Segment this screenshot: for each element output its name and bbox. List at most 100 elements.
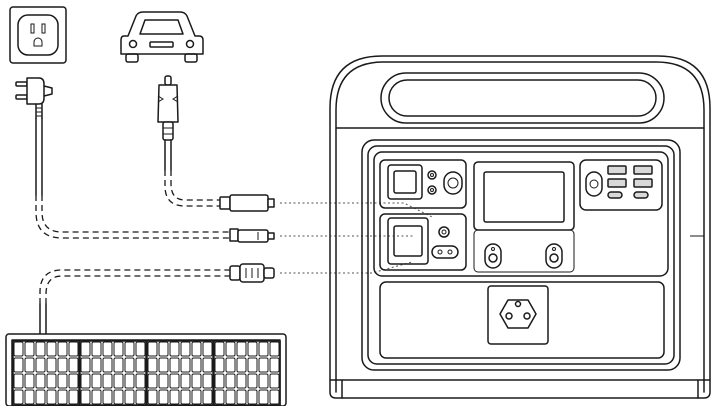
solar-cell <box>80 373 91 389</box>
solar-cell <box>13 373 24 389</box>
solar-cell <box>147 357 158 373</box>
usb-a-port <box>633 165 653 175</box>
car-charger-cable <box>157 75 275 212</box>
solar-cell <box>191 357 202 373</box>
usb-c-port <box>633 191 649 199</box>
solar-cell <box>258 341 269 357</box>
car-icon <box>120 11 204 63</box>
connection-guides <box>280 202 435 274</box>
ac-input-module <box>379 213 467 271</box>
usb-output-module <box>579 159 663 211</box>
solar-cell <box>68 373 79 389</box>
solar-cell <box>169 341 180 357</box>
power-station <box>329 55 711 399</box>
solar-cell <box>180 341 191 357</box>
solar-cell <box>269 357 280 373</box>
solar-cable <box>39 263 275 337</box>
solar-panel <box>5 333 287 406</box>
solar-cell <box>113 357 124 373</box>
solar-cell <box>46 341 57 357</box>
solar-cell <box>202 357 213 373</box>
solar-cell <box>24 389 35 405</box>
ac-output-panel <box>379 281 665 359</box>
solar-cell <box>225 389 236 405</box>
solar-cell <box>269 373 280 389</box>
solar-cell <box>247 357 258 373</box>
solar-cell <box>35 373 46 389</box>
solar-cell <box>46 373 57 389</box>
solar-cell <box>236 357 247 373</box>
solar-cell <box>258 373 269 389</box>
solar-cell <box>24 357 35 373</box>
solar-cell <box>180 357 191 373</box>
solar-cell <box>147 341 158 357</box>
lcd-screen <box>473 161 575 273</box>
solar-cell <box>202 389 213 405</box>
solar-cell <box>24 373 35 389</box>
solar-cell <box>124 389 135 405</box>
solar-cell <box>214 373 225 389</box>
solar-cell <box>214 357 225 373</box>
solar-cell <box>35 341 46 357</box>
solar-cell <box>169 389 180 405</box>
solar-cell <box>214 341 225 357</box>
usb-c-port <box>607 191 623 199</box>
solar-cell <box>68 357 79 373</box>
solar-cell <box>57 341 68 357</box>
usb-a-port <box>607 178 627 188</box>
solar-cell <box>135 341 146 357</box>
solar-cell <box>80 389 91 405</box>
solar-cell <box>147 389 158 405</box>
solar-cell <box>113 389 124 405</box>
solar-cell <box>258 357 269 373</box>
usb-a-port <box>607 165 627 175</box>
solar-cell <box>258 389 269 405</box>
solar-cell <box>46 389 57 405</box>
solar-cell <box>113 373 124 389</box>
solar-cell <box>91 341 102 357</box>
wall-outlet-icon <box>9 6 67 64</box>
solar-cell <box>91 389 102 405</box>
solar-cell <box>35 389 46 405</box>
solar-cell <box>102 357 113 373</box>
solar-cell <box>13 341 24 357</box>
solar-cell <box>236 389 247 405</box>
solar-cell <box>202 373 213 389</box>
solar-cell <box>57 373 68 389</box>
solar-cell <box>247 389 258 405</box>
solar-cell <box>102 389 113 405</box>
solar-section <box>79 340 147 406</box>
solar-section <box>146 340 214 406</box>
solar-cell <box>269 341 280 357</box>
solar-cell <box>91 373 102 389</box>
solar-cell <box>191 389 202 405</box>
solar-cell <box>135 389 146 405</box>
solar-cell <box>225 341 236 357</box>
solar-cell <box>91 357 102 373</box>
power-button-left <box>484 243 502 269</box>
carry-handle <box>380 72 665 124</box>
solar-cell <box>68 389 79 405</box>
solar-cell <box>80 341 91 357</box>
solar-cell <box>158 357 169 373</box>
solar-cell <box>158 389 169 405</box>
solar-cell <box>202 341 213 357</box>
ac-plug-cable <box>15 77 275 243</box>
solar-cell <box>225 357 236 373</box>
solar-cell <box>158 341 169 357</box>
solar-cell <box>247 341 258 357</box>
solar-cell <box>46 357 57 373</box>
solar-cell <box>225 373 236 389</box>
dc-input-module <box>379 159 467 209</box>
solar-cell <box>124 373 135 389</box>
solar-cell <box>236 373 247 389</box>
solar-cell <box>180 389 191 405</box>
solar-cell <box>57 357 68 373</box>
solar-cells <box>12 340 281 406</box>
solar-cell <box>80 357 91 373</box>
solar-section <box>12 340 80 406</box>
usb-ports <box>607 165 653 199</box>
solar-cell <box>158 373 169 389</box>
